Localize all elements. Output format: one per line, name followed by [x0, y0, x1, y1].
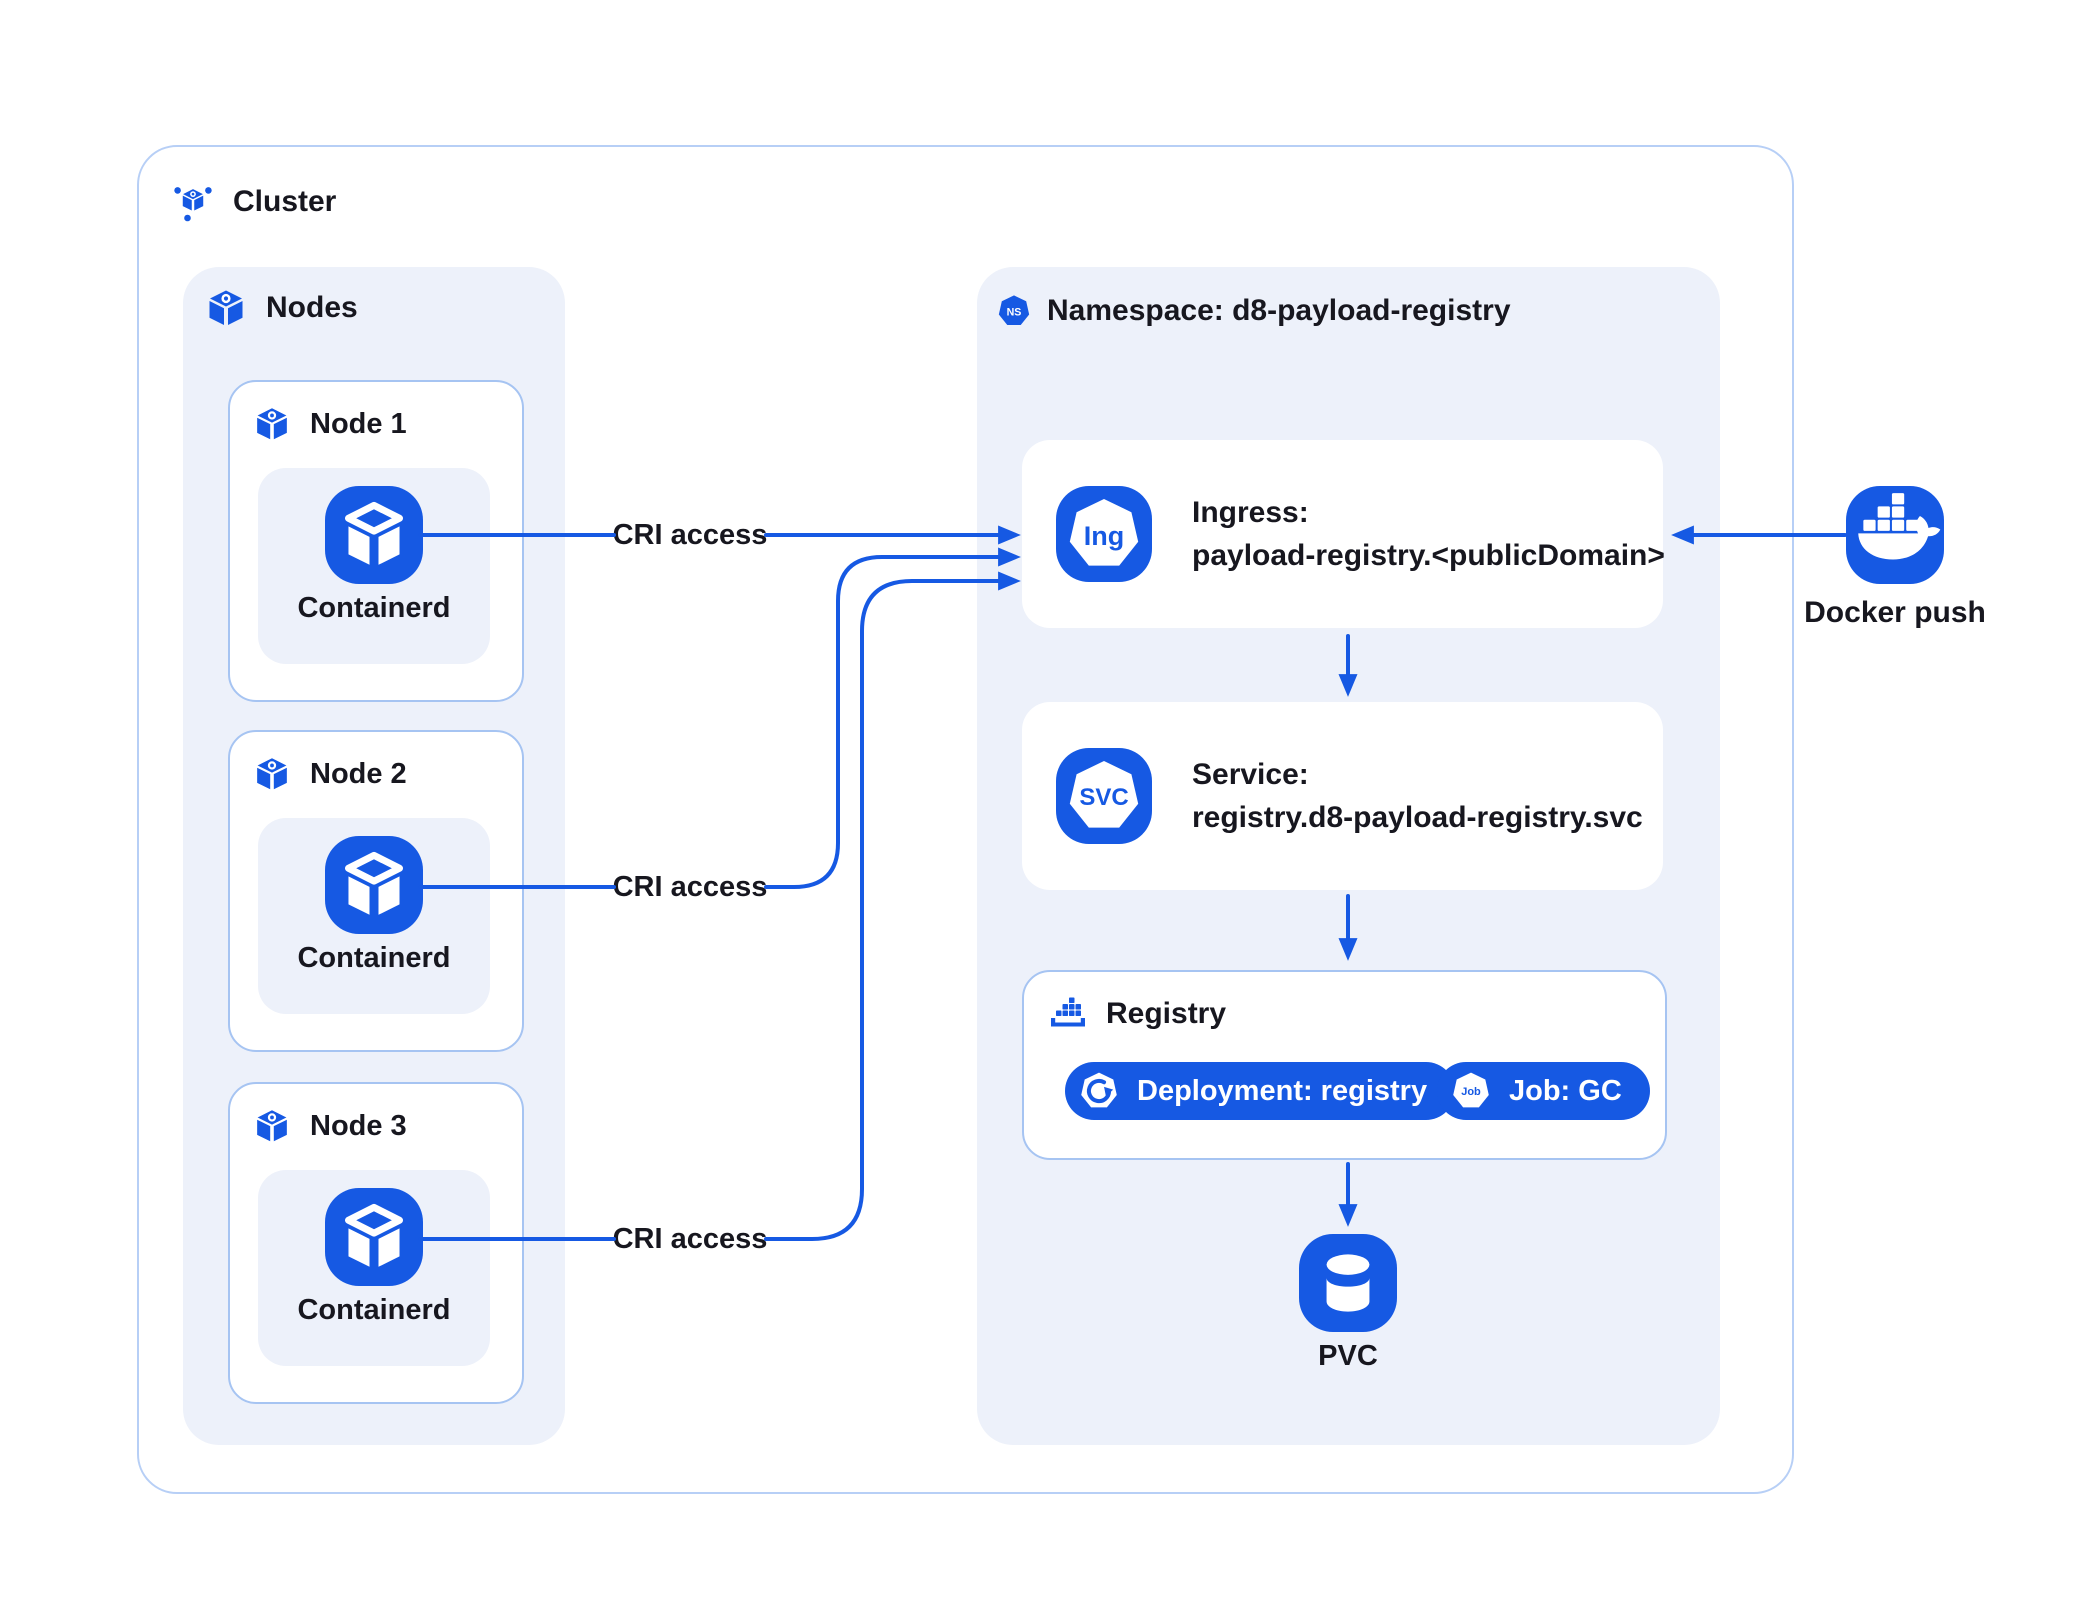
pvc-icon [1299, 1234, 1397, 1332]
pvc-label: PVC [1318, 1340, 1378, 1372]
service-subtitle: registry.d8-payload-registry.svc [1192, 801, 1643, 834]
node-label: Node 2 [310, 757, 407, 790]
namespace-label: Namespace: d8-payload-registry [1047, 294, 1511, 327]
nodes-header: Nodes [206, 288, 358, 328]
namespace-icon: NS [997, 294, 1031, 328]
node-icon [254, 1108, 290, 1144]
service-text: Service: registry.d8-payload-registry.sv… [1192, 753, 1643, 839]
containerd-icon [325, 486, 423, 584]
node-icon [254, 756, 290, 792]
cri-access-label-1: CRI access [612, 519, 768, 551]
job-icon-text: Job [1461, 1086, 1481, 1098]
node-label: Node 3 [310, 1109, 407, 1142]
service-icon-text: SVC [1079, 784, 1128, 811]
cluster-icon [173, 182, 213, 222]
service-icon: SVC [1056, 748, 1152, 844]
nodes-label: Nodes [266, 291, 358, 324]
ingress-text: Ingress: payload-registry.<publicDomain> [1192, 491, 1665, 577]
service-title: Service: [1192, 758, 1309, 791]
node-3-header: Node 3 [254, 1108, 407, 1144]
job-label: Job: GC [1509, 1074, 1622, 1107]
ns-badge-text: NS [1007, 306, 1022, 318]
containerd-label: Containerd [297, 942, 451, 974]
deployment-pill: Deployment: registry [1065, 1062, 1456, 1120]
ingress-icon-text: Ing [1084, 521, 1125, 551]
job-icon: Job [1449, 1069, 1493, 1113]
registry-header: Registry [1048, 996, 1226, 1032]
cluster-header: Cluster [173, 182, 336, 222]
cri-access-label-2: CRI access [612, 871, 768, 903]
cluster-label: Cluster [233, 185, 337, 218]
cri-access-label-3: CRI access [612, 1223, 768, 1255]
ingress-subtitle: payload-registry.<publicDomain> [1192, 539, 1665, 572]
node-icon [254, 406, 290, 442]
ingress-title: Ingress: [1192, 496, 1309, 529]
containerd-label: Containerd [297, 592, 451, 624]
node-2-header: Node 2 [254, 756, 407, 792]
node-1-header: Node 1 [254, 406, 407, 442]
nodes-icon [206, 288, 246, 328]
registry-label: Registry [1106, 997, 1227, 1030]
containerd-label: Containerd [297, 1294, 451, 1326]
namespace-header: NS Namespace: d8-payload-registry [997, 294, 1511, 328]
containerd-icon [325, 1188, 423, 1286]
docker-push-label: Docker push [1804, 596, 1986, 629]
node-label: Node 1 [310, 407, 407, 440]
job-pill: Job Job: GC [1437, 1062, 1650, 1120]
deployment-label: Deployment: registry [1137, 1074, 1428, 1107]
deployment-icon [1077, 1069, 1121, 1113]
ingress-icon: Ing [1056, 486, 1152, 582]
registry-icon [1048, 996, 1088, 1032]
docker-icon [1846, 486, 1944, 584]
containerd-icon [325, 836, 423, 934]
